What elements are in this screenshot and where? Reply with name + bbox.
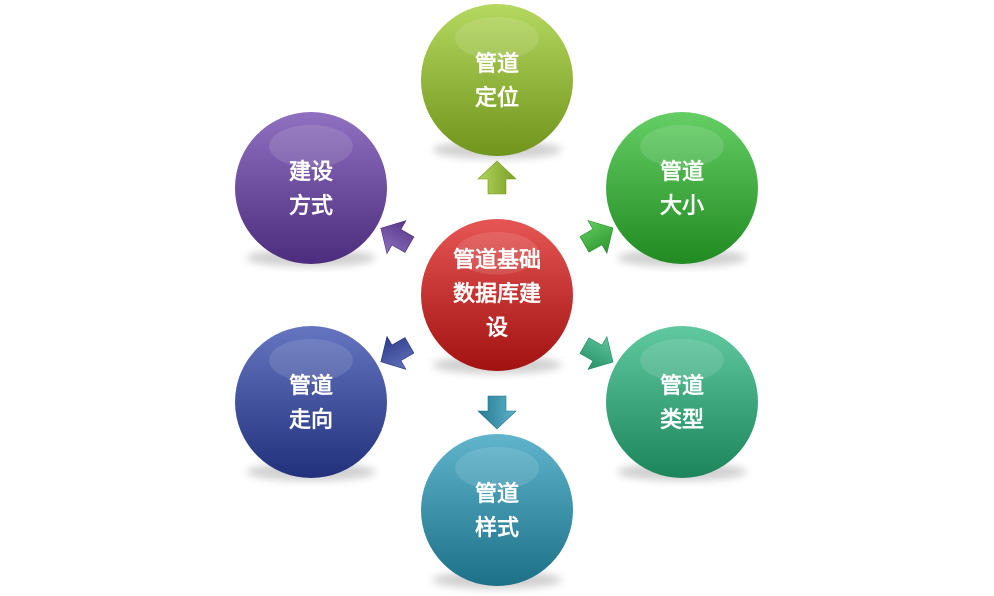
node-method-circle-highlight	[269, 124, 353, 168]
node-method-label-line-1: 建设	[289, 160, 333, 185]
node-positioning-label-line-1: 管道	[475, 51, 519, 77]
node-style-circle	[421, 434, 573, 586]
size-arrow	[579, 219, 614, 255]
method-arrow	[380, 220, 415, 255]
node-style-circle-highlight	[455, 446, 539, 490]
center-node-label-line-3: 设	[486, 316, 508, 341]
node-positioning-label-line-2: 定位	[475, 85, 519, 111]
node-type-label-line-1: 管道	[660, 373, 704, 399]
node-style-label-line-1: 管道	[475, 481, 519, 507]
node-size-circle-highlight	[640, 124, 724, 168]
node-type-label-line-2: 类型	[660, 408, 704, 433]
node-positioning-circle-highlight	[455, 16, 539, 60]
type-arrow	[579, 335, 614, 371]
node-method-label-line-2: 方式	[289, 193, 333, 219]
node-style-label-line-2: 样式	[475, 515, 519, 541]
node-direction-circle	[235, 326, 387, 478]
node-direction-label-line-1: 管道	[289, 373, 333, 399]
node-type-circle	[606, 326, 758, 478]
node-method-circle	[235, 112, 387, 264]
node-size-label-line-2: 大小	[660, 194, 704, 219]
center-node-circle-highlight	[455, 231, 539, 275]
node-size-circle	[606, 112, 758, 264]
style-arrow	[477, 395, 517, 430]
center-node-circle	[421, 219, 573, 371]
center-node-label-line-1: 管道基础	[453, 247, 541, 273]
node-direction-label-line-2: 走向	[289, 407, 333, 433]
center-node-label-line-2: 数据库建	[453, 281, 541, 307]
direction-arrow	[380, 335, 415, 370]
positioning-arrow	[477, 160, 517, 195]
node-direction-circle-highlight	[269, 338, 353, 382]
node-positioning-circle	[421, 4, 573, 156]
node-type-circle-highlight	[640, 338, 724, 382]
node-size-label-line-1: 管道	[660, 159, 704, 185]
